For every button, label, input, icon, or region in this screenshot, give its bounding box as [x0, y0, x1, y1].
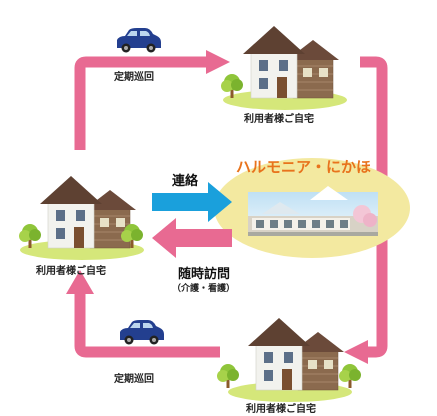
facility-panel: [214, 158, 410, 258]
home-label-top: 利用者様ご自宅: [244, 114, 314, 125]
house-icon: [227, 317, 353, 403]
arrowhead-left: [66, 270, 94, 294]
visit-arrow: [152, 218, 232, 258]
facility-name: ハルモニア・にかほ: [236, 158, 372, 176]
arrow-bottom-to-left: [74, 292, 220, 358]
patrol-label-top: 定期巡回: [114, 72, 154, 83]
house-icon: [19, 175, 145, 261]
facility-building-icon: [248, 186, 378, 236]
tree-icon: [217, 364, 239, 388]
arrowhead-top: [206, 50, 230, 74]
visit-note: （介護・看護）: [172, 284, 236, 294]
house-icon: [222, 25, 348, 111]
arrow-left-to-top: [74, 56, 208, 150]
arrowhead-bottom: [344, 340, 368, 364]
car-icon: [117, 28, 161, 53]
tree-icon: [339, 364, 361, 388]
contact-label: 連絡: [172, 174, 199, 189]
contact-arrow: [152, 182, 232, 222]
home-label-bottom: 利用者様ご自宅: [246, 404, 316, 415]
home-label-left: 利用者様ご自宅: [36, 266, 106, 277]
car-icon: [120, 320, 164, 345]
visit-label: 随時訪問: [178, 267, 231, 282]
patrol-label-bottom: 定期巡回: [114, 374, 154, 385]
